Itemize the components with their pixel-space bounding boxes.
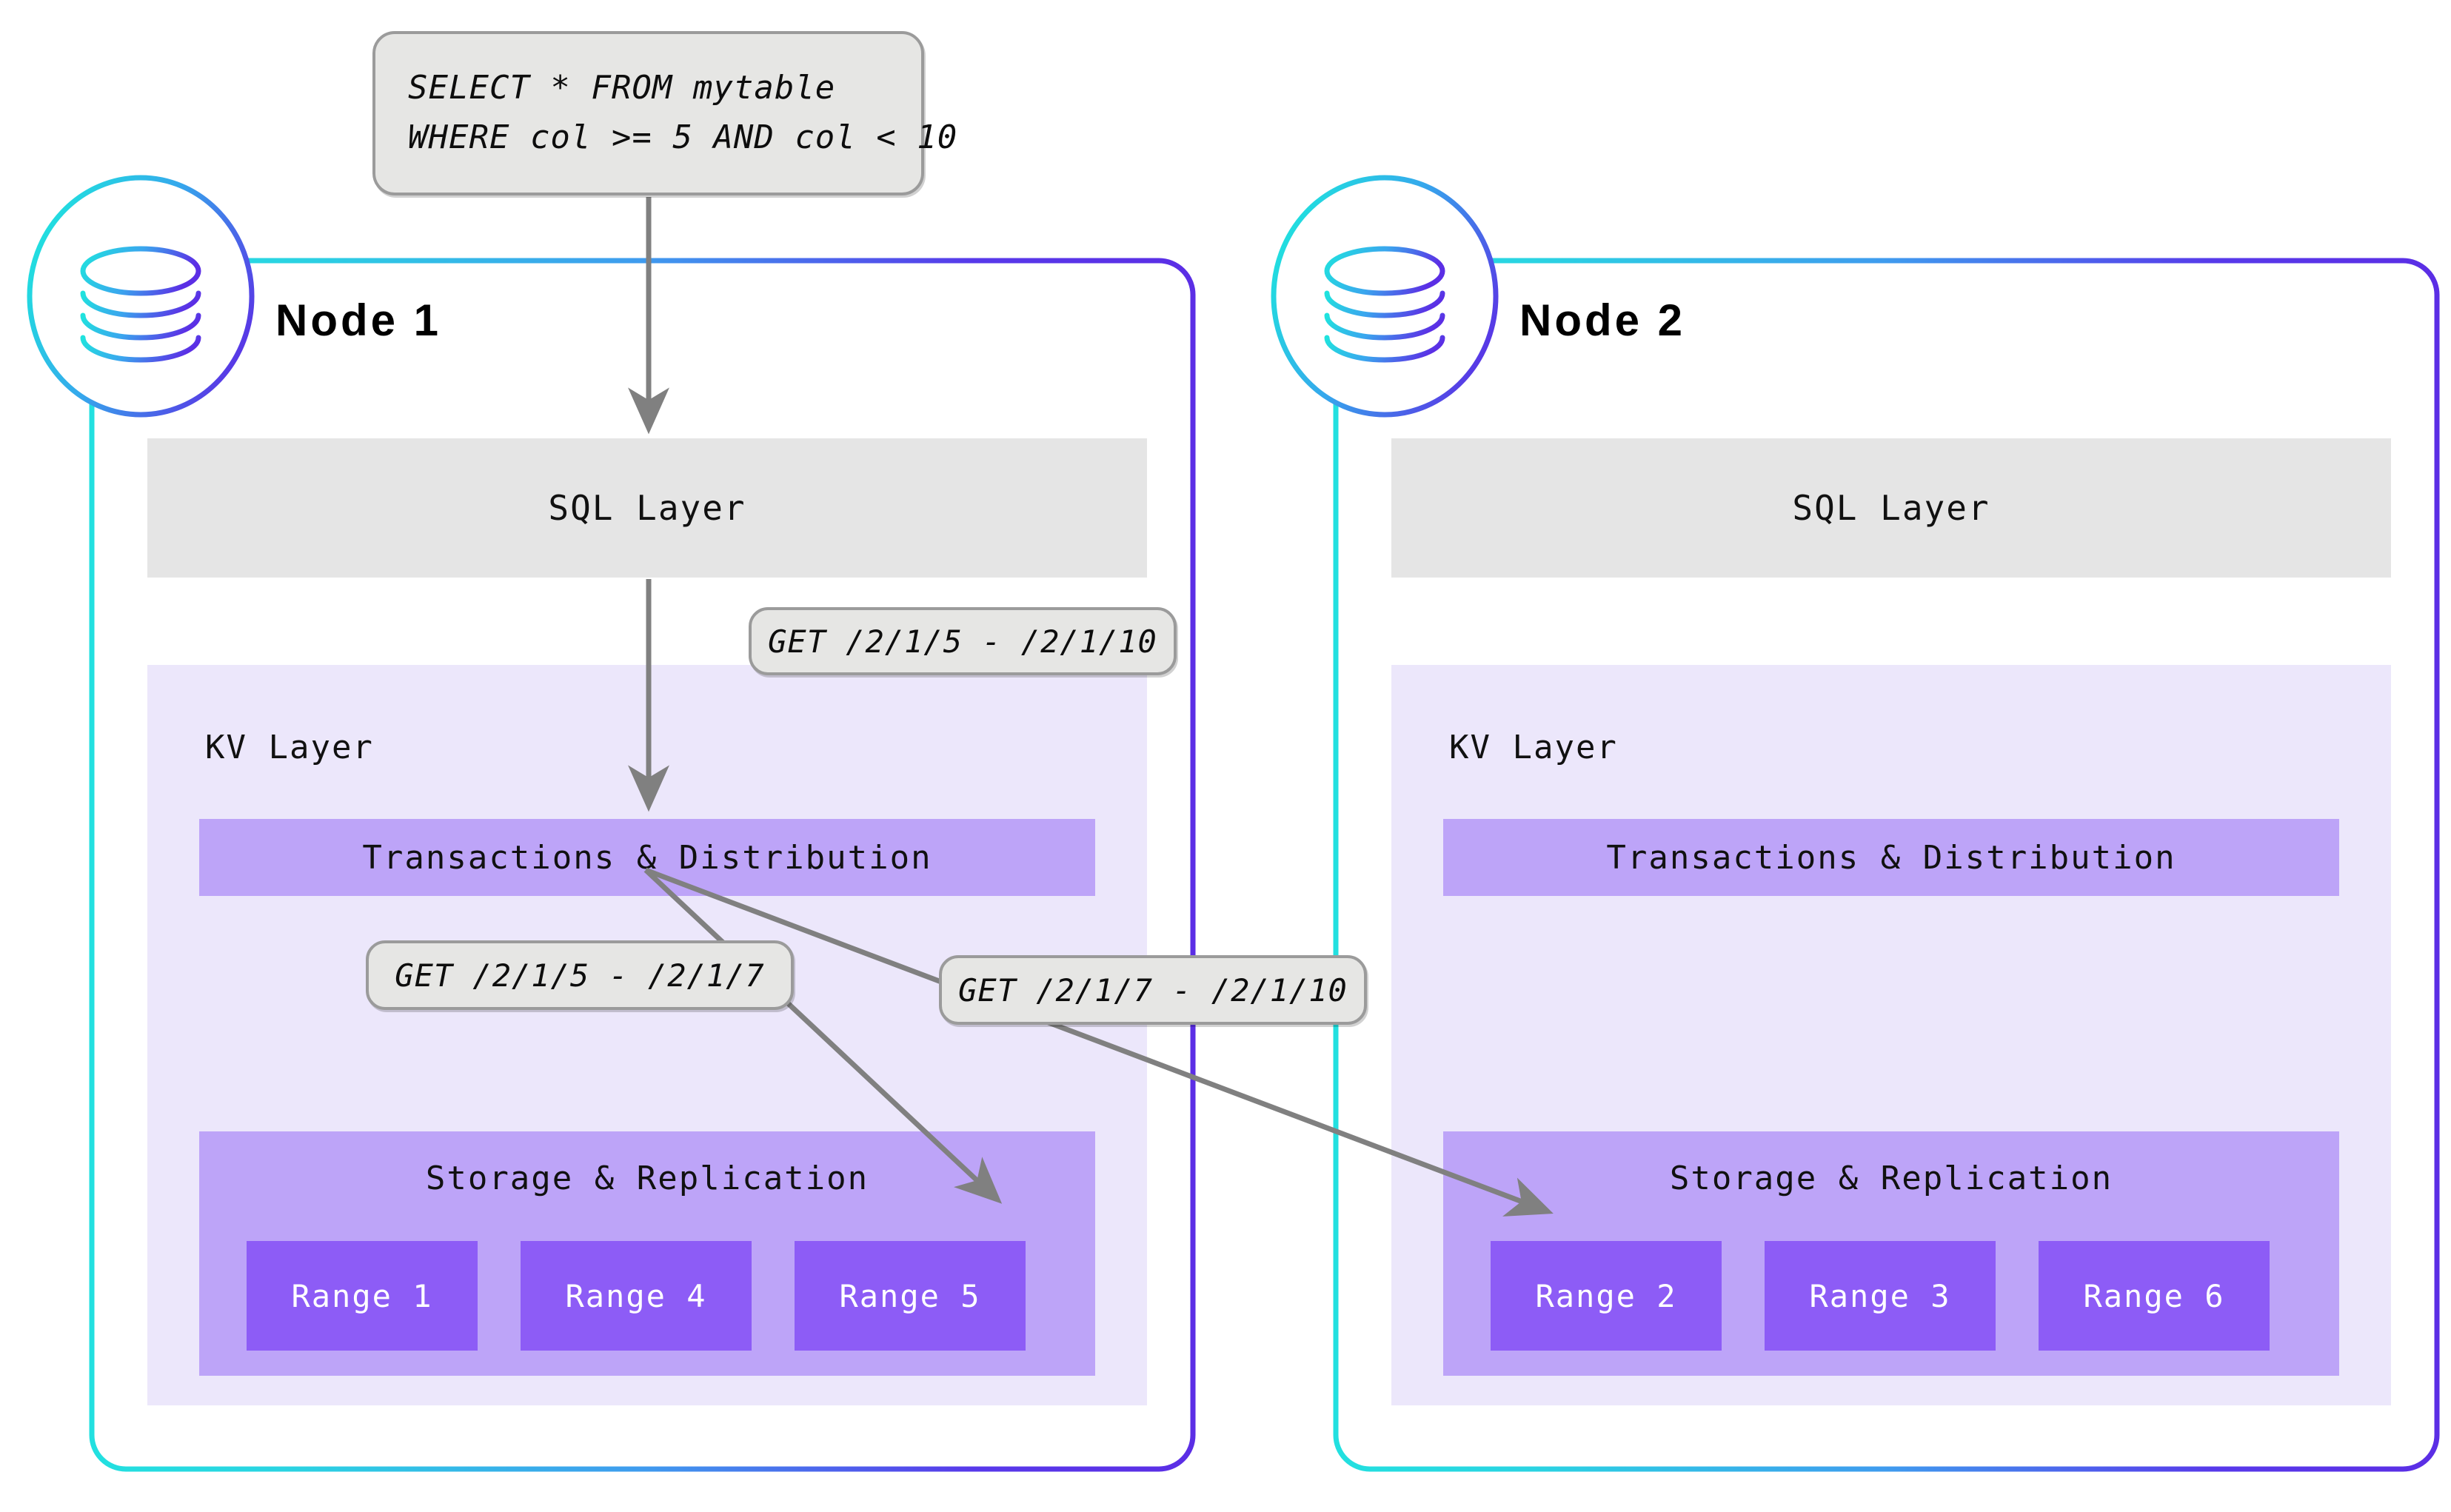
sql-query-callout: SELECT * FROM mytable WHERE col >= 5 AND… <box>372 31 957 195</box>
node-2-transactions-label: Transactions & Distribution <box>1606 838 2176 877</box>
range-box[interactable]: Range 5 <box>795 1241 1026 1351</box>
node-2-transactions-box: Transactions & Distribution <box>1443 819 2339 896</box>
node-1-kv-layer: KV Layer Transactions & Distribution Sto… <box>147 665 1147 1405</box>
sql-query-line-2: WHERE col >= 5 AND col < 10 <box>408 118 958 156</box>
callout-range5-request-label: GET /2/1/5 - /2/1/7 <box>395 957 765 994</box>
callout-range2-request-label: GET /2/1/7 - /2/1/10 <box>958 971 1348 1008</box>
node-2-kv-layer: KV Layer Transactions & Distribution Sto… <box>1391 665 2391 1405</box>
callout-kv-request-label: GET /2/1/5 - /2/1/10 <box>768 623 1157 660</box>
node-1-sql-layer-label: SQL Layer <box>548 488 746 528</box>
node-1-range-row: Range 1 Range 4 Range 5 <box>247 1241 1026 1351</box>
node-1-sql-layer: SQL Layer <box>147 438 1147 578</box>
callout-kv-request: GET /2/1/5 - /2/1/10 <box>749 607 1177 675</box>
node-1-kv-layer-label: KV Layer <box>205 729 374 766</box>
node-2-storage-label: Storage & Replication <box>1669 1160 2113 1197</box>
node-1-storage-label: Storage & Replication <box>425 1160 869 1197</box>
range-box[interactable]: Range 2 <box>1491 1241 1722 1351</box>
range-box[interactable]: Range 6 <box>2039 1241 2270 1351</box>
node-2-sql-layer: SQL Layer <box>1391 438 2391 578</box>
node-1-storage-box: Storage & Replication Range 1 Range 4 Ra… <box>199 1131 1095 1376</box>
range-box[interactable]: Range 1 <box>247 1241 478 1351</box>
node-2-title: Node 2 <box>1519 295 1686 345</box>
node-2-storage-box: Storage & Replication Range 2 Range 3 Ra… <box>1443 1131 2339 1376</box>
node-1-transactions-box: Transactions & Distribution <box>199 819 1095 896</box>
callout-range5-request: GET /2/1/5 - /2/1/7 <box>366 940 794 1010</box>
node-1-transactions-label: Transactions & Distribution <box>362 838 932 877</box>
range-box[interactable]: Range 3 <box>1765 1241 1996 1351</box>
sql-query-line-1: SELECT * FROM mytable <box>408 69 836 107</box>
node-2-sql-layer-label: SQL Layer <box>1792 488 1990 528</box>
node-2-kv-layer-label: KV Layer <box>1449 729 1618 766</box>
node-1-title: Node 1 <box>275 295 442 345</box>
node-2-range-row: Range 2 Range 3 Range 6 <box>1491 1241 2270 1351</box>
callout-range2-request: GET /2/1/7 - /2/1/10 <box>939 955 1367 1025</box>
range-box[interactable]: Range 4 <box>521 1241 752 1351</box>
